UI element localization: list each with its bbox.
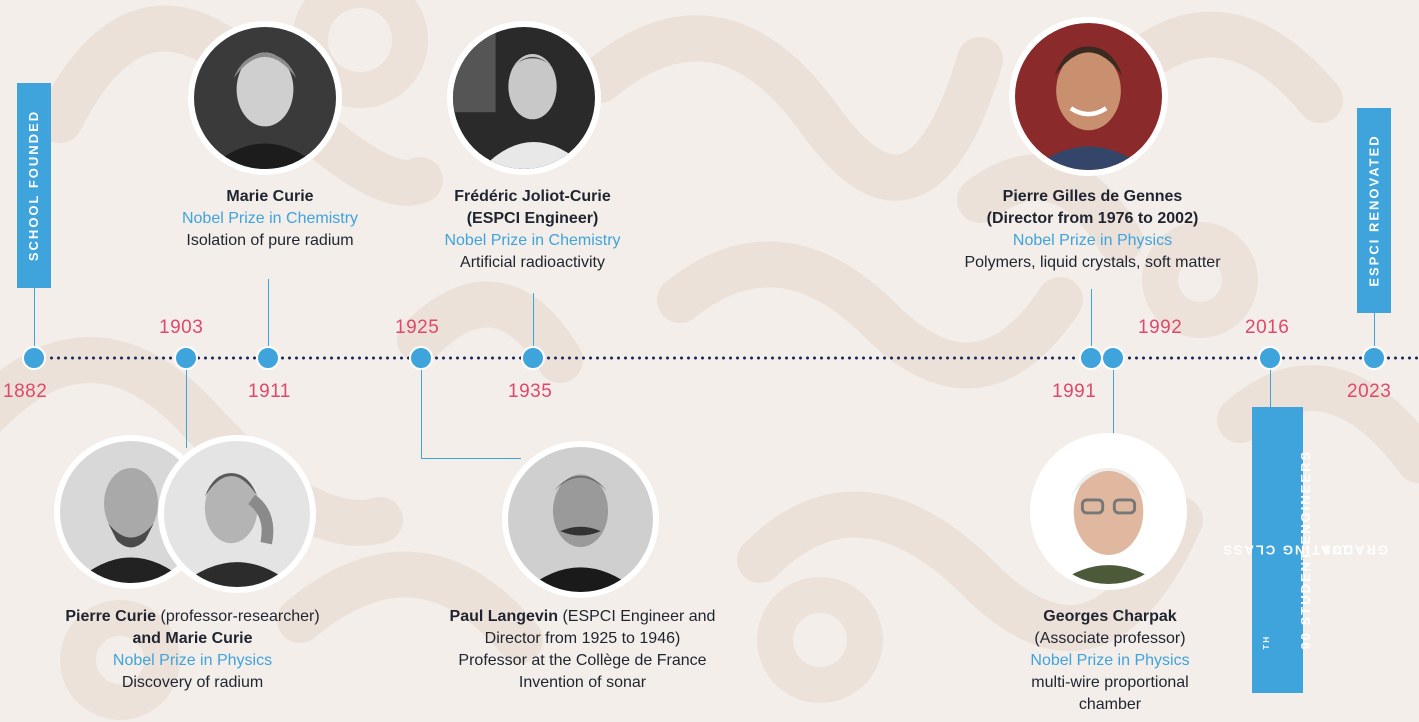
entry-desc: Professor at the Collège de France — [458, 652, 707, 669]
connector-1882 — [34, 288, 35, 348]
connector-1903 — [186, 358, 187, 448]
entry-role-2: Director from 1925 to 1946) — [484, 630, 681, 647]
entry-prize: Nobel Prize in Chemistry — [181, 210, 359, 227]
entry-desc: Artificial radioactivity — [460, 254, 605, 271]
badge-espci-renovated: ESPCI RENOVATED — [1357, 108, 1391, 313]
entry-role: (Associate professor) — [1034, 630, 1186, 647]
entry-role: (ESPCI Engineer) — [466, 210, 599, 227]
dot-1991 — [1079, 346, 1103, 370]
dot-1925 — [409, 346, 433, 370]
entry-marie-curie: Marie Curie Nobel Prize in Chemistry Iso… — [130, 186, 410, 252]
year-2016: 2016 — [1245, 317, 1290, 338]
entry-de-gennes: Pierre Gilles de Gennes (Director from 1… — [905, 186, 1280, 274]
connector-2023 — [1374, 312, 1375, 350]
entry-desc: multi-wire proportional — [1031, 674, 1189, 691]
dot-2023 — [1362, 346, 1386, 370]
portrait-marie-curie-young — [158, 435, 316, 593]
entry-georges-charpak: Georges Charpak (Associate professor) No… — [975, 606, 1245, 716]
dot-1882 — [22, 346, 46, 370]
dot-2016 — [1258, 346, 1282, 370]
entry-name: Paul Langevin — [449, 608, 559, 625]
dot-1935 — [521, 346, 545, 370]
entry-desc: Discovery of radium — [121, 674, 264, 691]
entry-paul-langevin: Paul Langevin (ESPCI Engineer and Direct… — [400, 606, 765, 694]
portrait-joliot-curie — [447, 21, 601, 175]
entry-name-2: and Marie Curie — [132, 630, 253, 647]
entry-role: (ESPCI Engineer and — [558, 608, 716, 625]
entry-name: Pierre Curie — [65, 608, 157, 625]
portrait-paul-langevin — [502, 441, 659, 598]
connector-1991 — [1091, 289, 1092, 349]
entry-desc: Polymers, liquid crystals, soft matter — [964, 254, 1221, 271]
connector-2016 — [1270, 358, 1271, 408]
portrait-georges-charpak — [1030, 433, 1187, 590]
year-1903: 1903 — [159, 317, 204, 338]
entry-name: Pierre Gilles de Gennes — [1002, 188, 1183, 205]
entry-pierre-marie-curie: Pierre Curie (professor-researcher) and … — [15, 606, 370, 694]
timeline-axis — [34, 356, 1419, 360]
entry-desc-2: Invention of sonar — [518, 674, 647, 691]
dot-1992 — [1101, 346, 1125, 370]
entry-prize: Nobel Prize in Physics — [1012, 232, 1173, 249]
year-1925: 1925 — [395, 317, 440, 338]
entry-prize: Nobel Prize in Physics — [112, 652, 273, 669]
year-1992: 1992 — [1138, 317, 1183, 338]
entry-desc-2: chamber — [1078, 696, 1142, 713]
portrait-marie-curie — [188, 21, 342, 175]
entry-name: Marie Curie — [226, 188, 314, 205]
entry-desc: Isolation of pure radium — [186, 232, 354, 249]
entry-prize: Nobel Prize in Physics — [1030, 652, 1190, 669]
entry-name: Frédéric Joliot-Curie — [454, 188, 611, 205]
connector-1911 — [268, 279, 269, 349]
connector-1925-h — [421, 458, 521, 459]
year-1991: 1991 — [1052, 381, 1097, 402]
year-1935: 1935 — [508, 381, 553, 402]
portrait-de-gennes — [1009, 17, 1168, 176]
entry-joliot-curie: Frédéric Joliot-Curie (ESPCI Engineer) N… — [400, 186, 665, 274]
connector-1935 — [533, 293, 534, 349]
connector-1992 — [1113, 358, 1114, 438]
entry-name: Georges Charpak — [1043, 608, 1177, 625]
entry-role: (Director from 1976 to 2002) — [986, 210, 1199, 227]
connector-1925 — [421, 358, 422, 458]
year-2023: 2023 — [1347, 381, 1392, 402]
entry-prize: Nobel Prize in Chemistry — [444, 232, 621, 249]
year-1882: 1882 — [3, 381, 48, 402]
entry-role: (professor-researcher) — [156, 608, 320, 625]
year-1911: 1911 — [248, 381, 291, 402]
dot-1903 — [174, 346, 198, 370]
dot-1911 — [256, 346, 280, 370]
badge-school-founded: SCHOOL FOUNDED — [17, 83, 51, 288]
